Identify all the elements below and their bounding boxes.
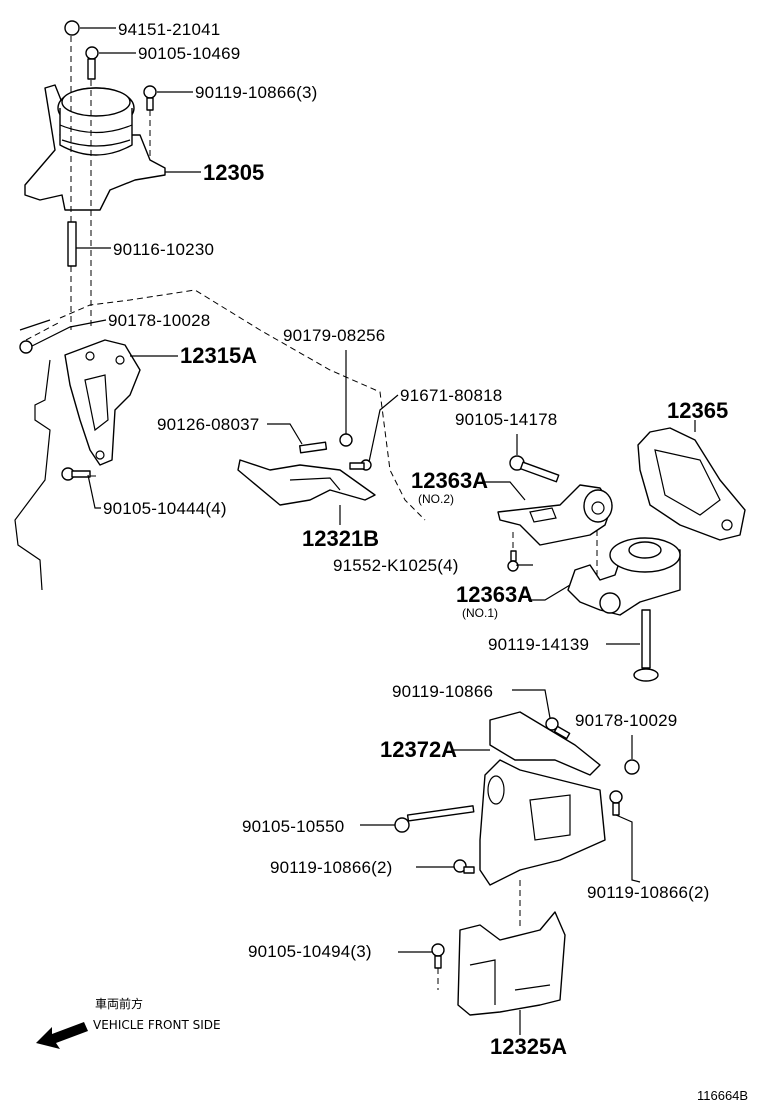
label-90178-10028[interactable]: 90178-10028	[108, 311, 210, 330]
label-90119-10866-3[interactable]: 90119-10866(3)	[195, 83, 318, 102]
part-12325A-bracket	[457, 911, 566, 1016]
label-12363A-no1[interactable]: 12363A	[456, 582, 533, 607]
label-no2: (NO.2)	[418, 492, 454, 506]
label-90105-14178[interactable]: 90105-14178	[455, 410, 557, 429]
bolt-90119-10866-left	[453, 859, 475, 874]
label-94151-21041[interactable]: 94151-21041	[118, 20, 220, 39]
direction-en: VEHICLE FRONT SIDE	[93, 1018, 221, 1032]
bolt-90105-14178	[509, 455, 560, 483]
part-12363A-no2-bracket	[497, 484, 613, 546]
direction-jp: 車両前方	[95, 996, 143, 1011]
label-91671-80818[interactable]: 91671-80818	[400, 386, 502, 405]
part-12365-cover	[637, 427, 746, 541]
label-12372A[interactable]: 12372A	[380, 737, 457, 762]
label-90119-10866-2-left[interactable]: 90119-10866(2)	[270, 858, 393, 877]
label-12363A-no2[interactable]: 12363A	[411, 468, 488, 493]
bolt-91552-K1025	[507, 550, 519, 572]
leader-lines	[31, 27, 696, 1035]
label-90119-10866-2-right[interactable]: 90119-10866(2)	[587, 883, 710, 902]
stud-90126-08037	[299, 441, 328, 454]
label-90119-14139[interactable]: 90119-14139	[488, 635, 589, 654]
part-12315A-bracket	[64, 339, 141, 466]
label-12305[interactable]: 12305	[203, 160, 264, 185]
part-12363A-no1-mount	[567, 537, 681, 616]
bolt-90119-14139	[633, 609, 659, 682]
engine-outline	[14, 289, 426, 591]
label-91552-K1025-4[interactable]: 91552-K1025(4)	[333, 556, 459, 575]
label-90105-10444-4[interactable]: 90105-10444(4)	[103, 499, 227, 518]
nut-94151-21041	[64, 20, 80, 36]
bolt-90105-10550	[394, 805, 475, 833]
bolt-90119-10866-right	[609, 790, 623, 816]
illustration-id: 116664B	[697, 1088, 748, 1103]
label-90119-10866[interactable]: 90119-10866	[392, 682, 493, 701]
part-labels: 94151-21041 90105-10469 90119-10866(3) 1…	[103, 20, 728, 1059]
label-90105-10494-3[interactable]: 90105-10494(3)	[248, 942, 372, 961]
bolt-90105-10494	[431, 943, 445, 969]
label-90179-08256[interactable]: 90179-08256	[283, 326, 385, 345]
nut-90178-10028	[19, 340, 33, 354]
label-12325A[interactable]: 12325A	[490, 1034, 567, 1059]
label-12315A[interactable]: 12315A	[180, 343, 257, 368]
label-no1: (NO.1)	[462, 606, 498, 620]
label-90105-10550[interactable]: 90105-10550	[242, 817, 344, 836]
label-90105-10469[interactable]: 90105-10469	[138, 44, 240, 63]
bolt-90105-10444	[61, 467, 91, 481]
label-90178-10029[interactable]: 90178-10029	[575, 711, 677, 730]
part-12372A-bracket	[479, 711, 606, 886]
bolt-90105-10469	[85, 46, 99, 80]
bolt-91671-80818	[349, 459, 372, 471]
nut-90179-08256	[339, 433, 353, 447]
bolt-90119-10866-top	[545, 717, 571, 740]
stud-90116-10230	[67, 221, 77, 267]
label-90116-10230[interactable]: 90116-10230	[113, 240, 214, 259]
label-12365[interactable]: 12365	[667, 398, 728, 423]
part-12321B-bracket	[237, 459, 376, 506]
label-12321B[interactable]: 12321B	[302, 526, 379, 551]
arrow-left-down-icon	[36, 1022, 88, 1049]
vehicle-front-indicator: 車両前方 VEHICLE FRONT SIDE	[36, 996, 221, 1049]
nut-90178-10029	[624, 759, 640, 775]
bolt-90119-10866	[143, 85, 157, 111]
label-90126-08037[interactable]: 90126-08037	[157, 415, 259, 434]
part-12305-engine-mount	[24, 84, 166, 211]
